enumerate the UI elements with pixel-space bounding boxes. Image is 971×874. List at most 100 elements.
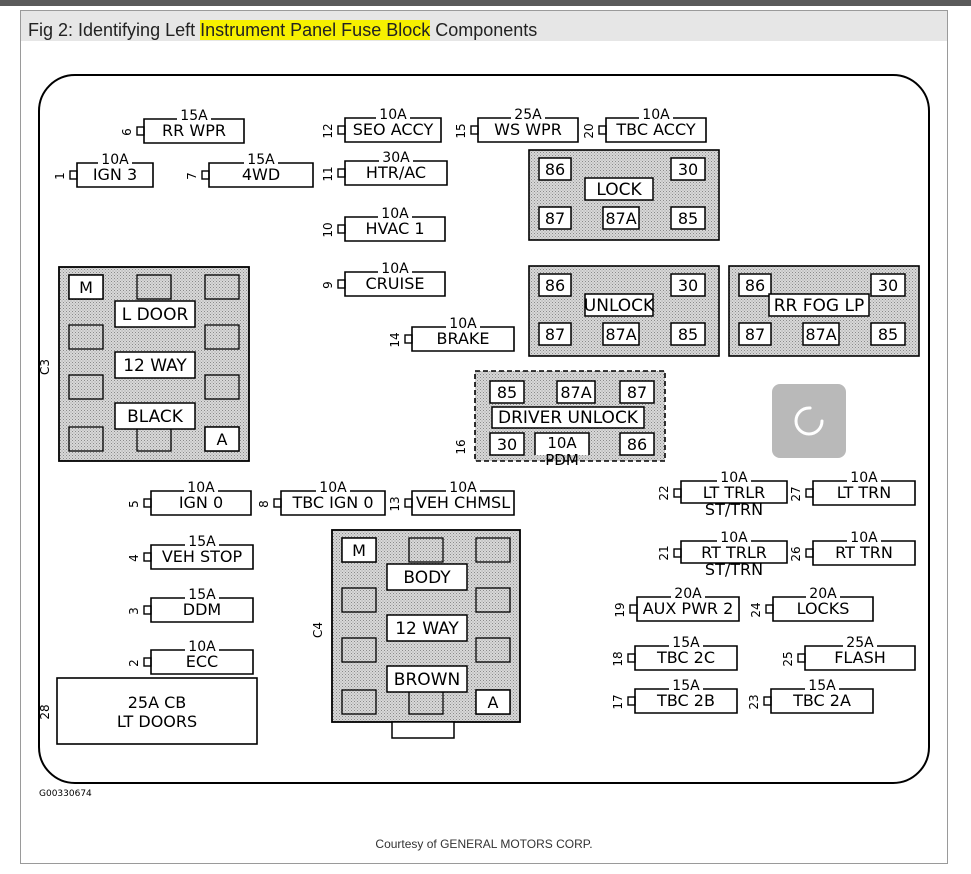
fuse-rating: 10A (642, 107, 670, 123)
connector-label: BLACK (127, 407, 184, 427)
fuse-label: IGN 0 (179, 493, 223, 512)
circuit-breaker-label: LT DOORS (117, 712, 197, 731)
fuse-rating: 10A (850, 530, 878, 546)
fuse-rating: 10A (720, 470, 748, 486)
relay-name: RR FOG LP (774, 296, 865, 316)
fuse-rating: 15A (808, 678, 836, 694)
relay-pin: 86 (745, 276, 765, 295)
fuse-number: 8 (257, 500, 271, 508)
connector-id: C3 (38, 359, 52, 375)
fuse-rating: 10A (187, 480, 215, 496)
fuse-number: 18 (611, 651, 625, 666)
fuse-label: IGN 3 (93, 165, 137, 184)
fuse-number: 7 (185, 172, 199, 180)
fuse-label: FLASH (834, 648, 886, 667)
fuse-block-outline (38, 74, 930, 784)
fuse-number: 25 (781, 651, 795, 666)
fuse-rating: 10A (101, 152, 129, 168)
relay-inner-rating: 10A (547, 434, 577, 452)
fuse-label: BRAKE (437, 329, 490, 348)
fuse-number: 17 (611, 694, 625, 709)
fuse-number: 21 (657, 545, 671, 560)
fuse-number: 12 (321, 123, 335, 138)
fuse-label: RR WPR (162, 121, 226, 140)
fuse-rating: 15A (180, 108, 208, 124)
relay-pin: 87 (545, 325, 565, 344)
fuse-label: RT TRLR (701, 543, 767, 562)
figure-code: G00330674 (39, 789, 92, 799)
relay-inner-label: PDM (545, 451, 579, 469)
fuse-rating: 20A (809, 586, 837, 602)
fuse-rating: 10A (850, 470, 878, 486)
relay-number: 16 (454, 439, 468, 454)
fuse-number: 26 (789, 546, 803, 561)
relay-pin: 85 (878, 325, 898, 344)
connector-label: 12 WAY (395, 619, 459, 639)
fuse-number: 9 (321, 281, 335, 289)
relay-pin: 85 (678, 325, 698, 344)
relay-pin: 30 (678, 160, 698, 179)
loading-overlay[interactable] (772, 384, 846, 458)
relay-pin: 87A (605, 209, 636, 228)
relay-pin: 87 (745, 325, 765, 344)
fuse-label: TBC 2B (656, 691, 715, 710)
relay-name: LOCK (596, 180, 642, 200)
relay-pin: 87 (627, 383, 647, 402)
fuse-number: 4 (127, 554, 141, 562)
fuse-rating: 10A (379, 107, 407, 123)
relay-pin: 87A (560, 383, 591, 402)
fuse-rating: 15A (188, 534, 216, 550)
connector-id: C4 (311, 622, 325, 638)
fuse-label: TBC 2C (656, 648, 715, 667)
fuse-label: VEH CHMSL (416, 493, 510, 512)
fuse-rating: 10A (381, 261, 409, 277)
relay-pin: 86 (545, 276, 565, 295)
fuse-label: AUX PWR 2 (643, 599, 734, 618)
fuse-number: 10 (321, 222, 335, 237)
fuse-label: LOCKS (797, 599, 850, 618)
connector-label: BODY (403, 568, 451, 588)
fuse-number: 23 (747, 694, 761, 709)
relay-name: DRIVER UNLOCK (498, 408, 639, 428)
fuse-number: 6 (120, 128, 134, 136)
circuit-breaker-number: 28 (38, 704, 52, 719)
fuse-rating: 10A (381, 206, 409, 222)
fuse-rating: 10A (188, 639, 216, 655)
fuse-number: 24 (749, 602, 763, 617)
fuse-rating: 30A (382, 150, 410, 166)
fuse-number: 11 (321, 166, 335, 181)
relay-pin: 30 (497, 435, 517, 454)
fuse-rating: 25A (846, 635, 874, 651)
circuit-breaker-rating: 25A CB (128, 693, 187, 712)
connector-pin-a: A (488, 693, 499, 712)
connector-pin-m: M (352, 541, 366, 560)
fuse-rating: 10A (449, 480, 477, 496)
fuse-number: 22 (657, 485, 671, 500)
fuse-number: 20 (582, 123, 596, 138)
fuse-label: 4WD (242, 165, 280, 184)
caption-prefix: Fig 2: Identifying Left (28, 20, 201, 40)
figure-caption: Fig 2: Identifying Left Instrument Panel… (21, 11, 947, 41)
